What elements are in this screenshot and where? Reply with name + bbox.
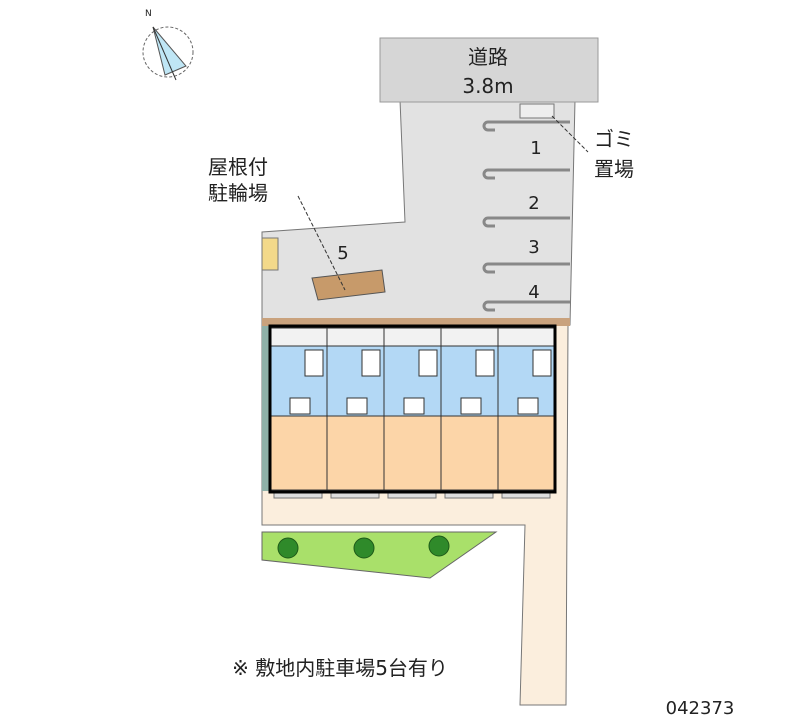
road — [379, 37, 599, 103]
unit-room — [326, 415, 385, 491]
stall-3: 3 — [528, 237, 539, 258]
unit-bath — [517, 397, 539, 415]
garbage-box — [519, 103, 555, 119]
parking-stall-lines — [482, 120, 570, 312]
unit-toilet — [304, 349, 324, 377]
stall-4: 4 — [528, 282, 539, 303]
stall-1: 1 — [530, 138, 541, 159]
stall-2: 2 — [528, 193, 539, 214]
lawn — [261, 531, 498, 579]
bicycle-number: 5 — [337, 243, 348, 264]
unit-bath — [403, 397, 425, 415]
building-outline — [268, 324, 557, 494]
unit-room — [497, 415, 556, 491]
unit-entry — [383, 327, 442, 347]
road-label: 道路 — [468, 45, 508, 69]
unit-entry — [497, 327, 556, 347]
garbage-label-1: ゴミ — [594, 127, 634, 151]
tree-icons — [277, 535, 450, 559]
unit-room — [383, 415, 442, 491]
property-code: 042373 — [666, 698, 735, 719]
unit-bath — [346, 397, 368, 415]
road-width: 3.8m — [462, 74, 513, 98]
unit-toilet — [361, 349, 381, 377]
compass-icon: N — [142, 9, 194, 81]
unit-toilet — [475, 349, 495, 377]
fence — [262, 318, 570, 326]
unit-toilet — [418, 349, 438, 377]
unit-bath — [289, 397, 311, 415]
apartment-building — [268, 324, 557, 499]
garbage-label-2: 置場 — [594, 157, 634, 181]
bicycle-shelter — [311, 269, 386, 301]
meter-box — [261, 237, 279, 271]
building-shadow — [262, 326, 270, 491]
parking-note: ※ 敷地内駐車場5台有り — [232, 656, 448, 680]
unit-entry — [269, 327, 328, 347]
unit-room — [440, 415, 499, 491]
bicycle-label-2: 駐輪場 — [208, 181, 268, 205]
bicycle-label-1: 屋根付 — [208, 155, 268, 179]
unit-entry — [440, 327, 499, 347]
unit-room — [269, 415, 328, 491]
unit-bath — [460, 397, 482, 415]
compass-north-label: N — [145, 9, 152, 19]
unit-entry — [326, 327, 385, 347]
unit-toilet — [532, 349, 552, 377]
